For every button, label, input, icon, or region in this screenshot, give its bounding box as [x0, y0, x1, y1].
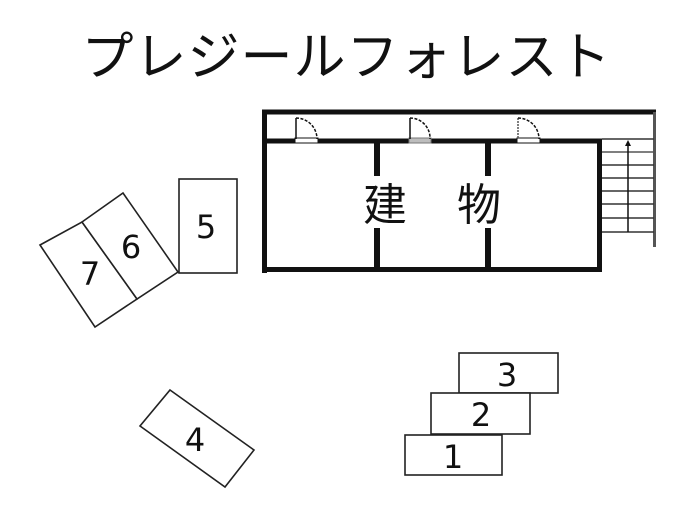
parking-space-5[interactable]: 5 — [178, 178, 238, 274]
door-2 — [408, 117, 432, 144]
parking-space-number: 5 — [196, 208, 216, 246]
parking-space-number: 1 — [443, 438, 463, 476]
building-label-2: 物 — [457, 180, 501, 231]
parking-space-number: 4 — [185, 421, 205, 459]
parking-space-number: 2 — [471, 396, 491, 434]
door-3 — [516, 117, 541, 144]
parking-space-6[interactable]: 6 — [80, 191, 180, 301]
parking-space-number: 3 — [497, 356, 517, 394]
parking-space-1[interactable]: 1 — [404, 434, 503, 476]
parking-space-3[interactable]: 3 — [458, 352, 559, 394]
staircase — [602, 112, 656, 247]
door-1 — [294, 117, 319, 144]
property-title: プレジールフォレスト — [81, 28, 612, 88]
parking-space-2[interactable]: 2 — [430, 392, 531, 435]
building: 建 物 — [262, 109, 656, 273]
parking-space-number: 7 — [80, 255, 100, 293]
building-label-1: 建 — [363, 180, 407, 231]
arrow-up-icon — [625, 140, 631, 146]
parking-space-4[interactable]: 4 — [138, 388, 256, 489]
parking-space-number: 6 — [121, 228, 141, 266]
